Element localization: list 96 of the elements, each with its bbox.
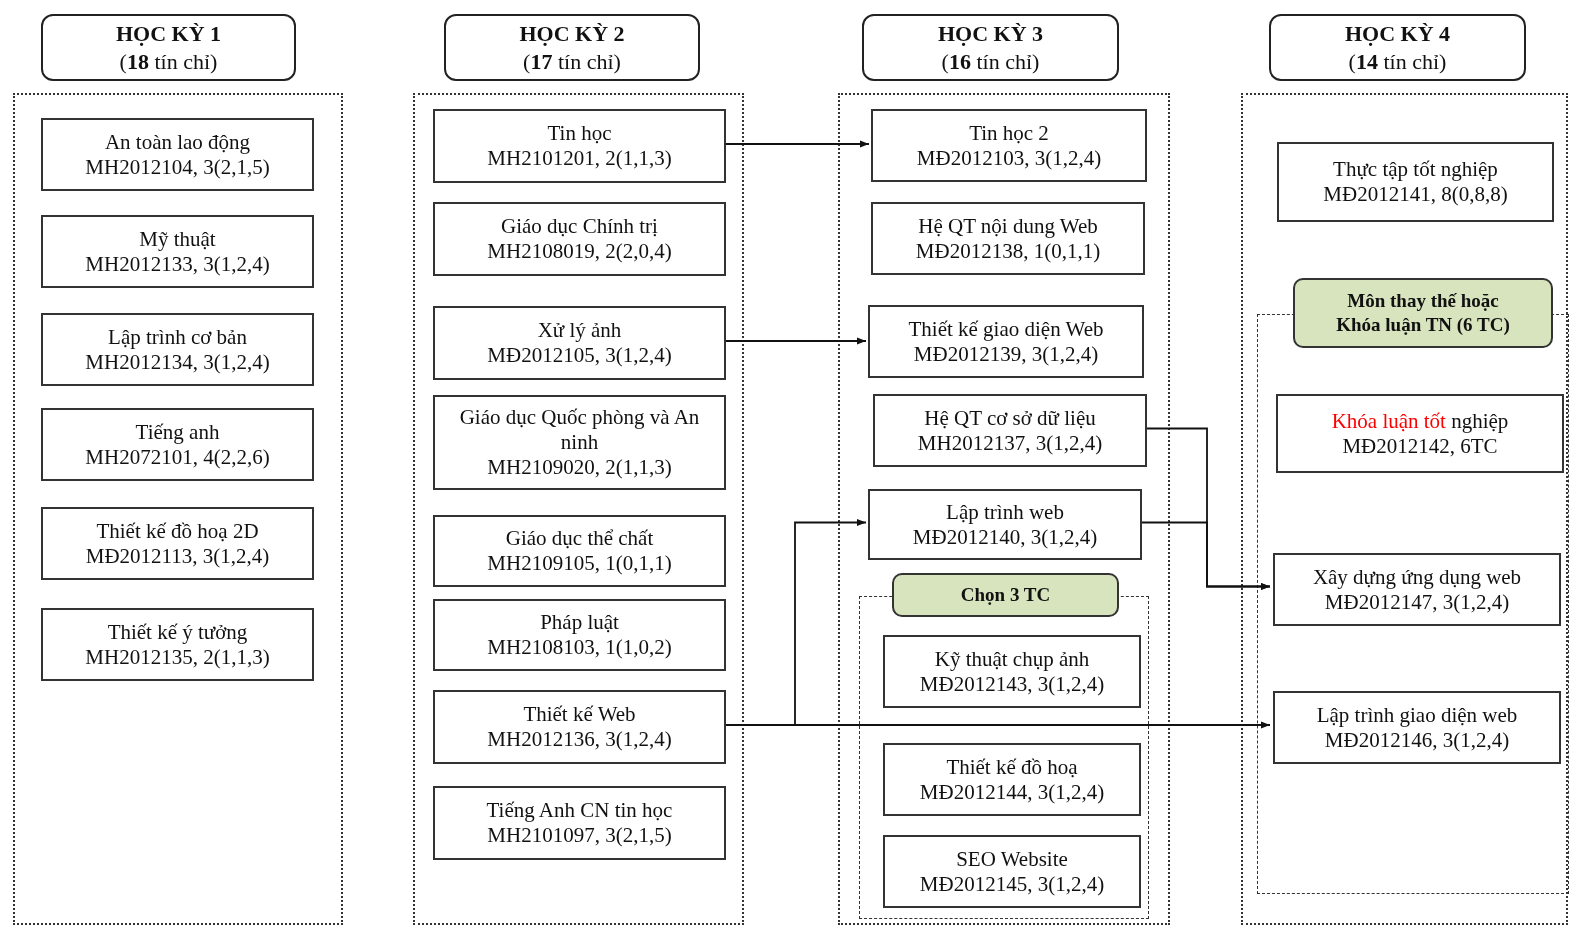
course-name: Lập trình cơ bản	[108, 324, 247, 350]
course-code: MĐ2012145, 3(1,2,4)	[919, 871, 1105, 897]
course-box	[433, 306, 726, 380]
semester-header	[1269, 14, 1526, 81]
semester-header	[41, 14, 296, 81]
credit-count: (14 tín chỉ)	[1348, 47, 1447, 76]
course-name: SEO Website	[956, 846, 1068, 872]
credit-count: (16 tín chỉ)	[941, 47, 1040, 76]
course-code: MH2101097, 3(2,1,5)	[487, 823, 672, 848]
course-box	[1276, 394, 1564, 473]
course-box	[433, 515, 726, 587]
course-name: Thiết kế ý tưởng	[107, 619, 248, 645]
semester-title: HỌC KỲ 3	[937, 19, 1044, 48]
course-name: Khóa luận tốt nghiệp	[1331, 408, 1509, 434]
course-name: An toàn lao động	[104, 129, 251, 155]
course-box	[41, 118, 314, 191]
semester-title: HỌC KỲ 1	[115, 19, 222, 48]
course-code: MĐ2012139, 3(1,2,4)	[913, 341, 1099, 367]
course-name: Mỹ thuật	[139, 226, 216, 252]
course-name: Pháp luật	[540, 610, 619, 635]
semester-title: HỌC KỲ 4	[1344, 19, 1451, 48]
course-name: Giáo dục Chính trị	[501, 214, 658, 239]
course-box	[433, 690, 726, 764]
course-name: Tin học	[547, 121, 612, 146]
course-name: Thiết kế giao diện Web	[908, 316, 1104, 342]
course-code: MH2012136, 3(1,2,4)	[487, 727, 672, 752]
course-code: MH2012133, 3(1,2,4)	[85, 251, 270, 277]
course-code: MĐ2012138, 1(0,1,1)	[915, 238, 1101, 264]
semester-header	[444, 14, 700, 81]
course-box	[883, 743, 1141, 816]
course-name: Tin học 2	[969, 120, 1049, 146]
semester-column	[13, 93, 343, 925]
semester-title: HỌC KỲ 2	[519, 19, 625, 48]
course-name: Xây dựng ứng dụng web	[1312, 564, 1522, 590]
course-code: MĐ2012142, 6TC	[1342, 433, 1498, 459]
course-box	[41, 608, 314, 681]
course-name: Giáo dục thể chất	[505, 526, 654, 551]
course-name: Kỹ thuật chụp ảnh	[934, 646, 1090, 672]
course-name: Lập trình giao diện web	[1316, 702, 1518, 728]
course-code: MH2108019, 2(2,0,4)	[487, 239, 672, 264]
course-code: MĐ2012105, 3(1,2,4)	[487, 343, 672, 368]
course-code: MH2012137, 3(1,2,4)	[917, 430, 1103, 456]
semester-column	[413, 93, 744, 925]
course-name: Thực tập tốt nghiệp	[1333, 157, 1498, 182]
course-name: Hệ QT nội dung Web	[918, 213, 1098, 239]
group-heading: Chọn 3 TC	[892, 573, 1119, 617]
course-box	[871, 202, 1145, 275]
course-code: MĐ2012140, 3(1,2,4)	[912, 524, 1098, 550]
course-box	[41, 215, 314, 288]
semester-column	[1241, 93, 1568, 925]
course-code: MĐ2012113, 3(1,2,4)	[85, 543, 270, 569]
course-code: MH2101201, 2(1,1,3)	[487, 146, 672, 171]
course-box	[433, 599, 726, 671]
course-box	[41, 507, 314, 580]
course-box	[41, 313, 314, 386]
course-box	[868, 489, 1142, 560]
course-name: Thiết kế Web	[523, 702, 636, 727]
course-code: MĐ2012103, 3(1,2,4)	[916, 145, 1102, 171]
course-box	[1273, 553, 1561, 626]
course-box	[433, 786, 726, 860]
course-code: MĐ2012147, 3(1,2,4)	[1324, 589, 1510, 615]
course-code: MĐ2012143, 3(1,2,4)	[919, 671, 1105, 697]
group-heading: Môn thay thế hoặc Khóa luận TN (6 TC)	[1293, 278, 1553, 348]
course-box	[1273, 691, 1561, 764]
credit-count: (18 tín chỉ)	[119, 47, 218, 76]
course-name: Hệ QT cơ sở dữ liệu	[924, 405, 1096, 431]
credit-count: (17 tín chỉ)	[523, 47, 621, 76]
course-box	[883, 635, 1141, 708]
course-box	[41, 408, 314, 481]
course-name: Tiếng Anh CN tin học	[486, 798, 673, 823]
course-code: MH2109020, 2(1,1,3)	[487, 455, 672, 480]
course-box	[433, 109, 726, 183]
course-name: Xử lý ảnh	[537, 318, 622, 343]
course-box	[433, 202, 726, 276]
course-box	[1277, 142, 1554, 222]
course-code: MH2012104, 3(2,1,5)	[85, 154, 270, 180]
course-name: Tiếng anh	[135, 419, 220, 445]
course-name: Thiết kế đồ hoạ 2D	[96, 518, 259, 544]
course-box	[871, 109, 1147, 182]
course-box	[883, 835, 1141, 908]
course-code: MĐ2012141, 8(0,8,8)	[1323, 182, 1508, 207]
course-box	[868, 305, 1144, 378]
semester-column	[838, 93, 1170, 925]
course-box	[873, 394, 1147, 467]
course-code: MH2012134, 3(1,2,4)	[85, 349, 270, 375]
course-name: Lập trình web	[946, 499, 1064, 525]
semester-header	[862, 14, 1119, 81]
course-code: MĐ2012144, 3(1,2,4)	[919, 779, 1105, 805]
course-name: Thiết kế đồ hoạ	[946, 754, 1078, 780]
course-code: MH2108103, 1(1,0,2)	[487, 635, 672, 660]
course-name: Giáo dục Quốc phòng và An ninh	[458, 405, 701, 455]
course-code: MH2012135, 2(1,1,3)	[85, 644, 270, 670]
course-box	[433, 395, 726, 490]
course-code: MĐ2012146, 3(1,2,4)	[1324, 727, 1510, 753]
course-code: MH2072101, 4(2,2,6)	[85, 444, 270, 470]
course-code: MH2109105, 1(0,1,1)	[487, 551, 672, 576]
